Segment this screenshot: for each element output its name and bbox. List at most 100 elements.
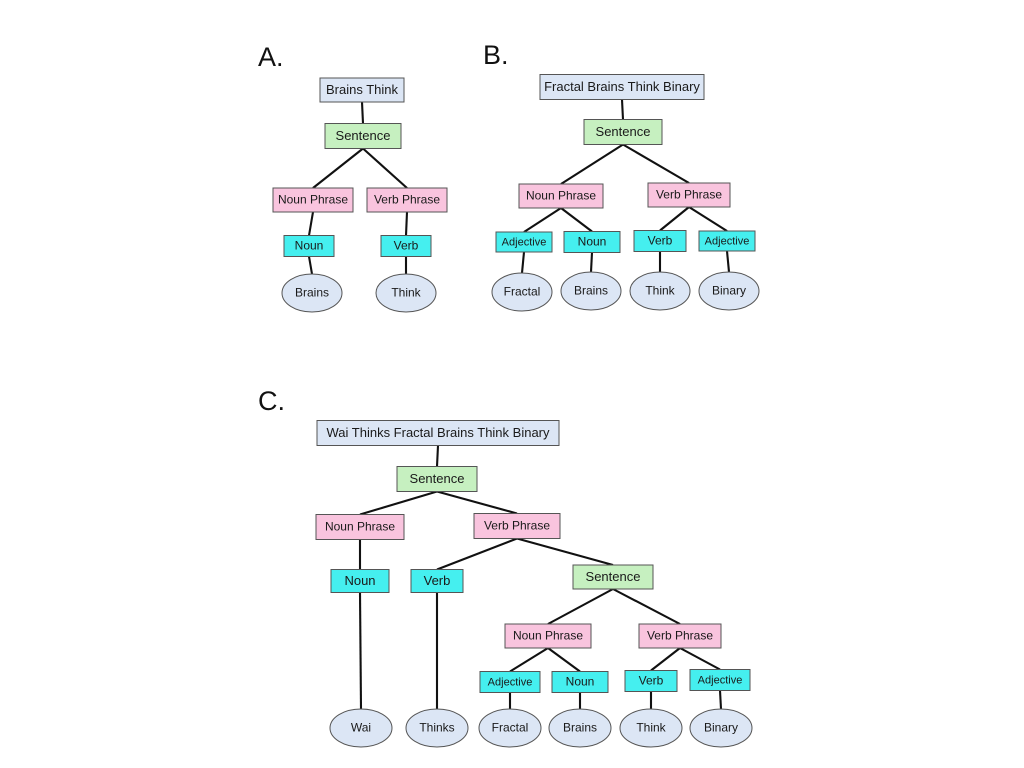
node-label: Noun Phrase	[526, 189, 596, 203]
panel-c-node-adjective-right: Adjective	[689, 669, 751, 691]
node-label: Sentence	[586, 569, 641, 584]
tree-edge	[622, 143, 690, 184]
panel-b-node-adjective-right: Adjective	[698, 230, 756, 252]
node-label: Noun Phrase	[278, 193, 348, 207]
node-label: Sentence	[410, 471, 465, 486]
node-label: Think	[636, 721, 666, 735]
node-rect	[551, 671, 609, 693]
node-rect	[283, 235, 335, 257]
node-label: Noun	[295, 239, 324, 253]
tree-edge	[404, 211, 409, 236]
node-rect	[319, 77, 405, 103]
node-label: Brains	[295, 286, 329, 300]
tree-edge	[358, 592, 363, 710]
node-label: Noun	[344, 573, 375, 588]
node-label: Adjective	[705, 235, 750, 247]
panel-b-node-adjective-left: Adjective	[495, 231, 553, 253]
node-label: Noun Phrase	[325, 520, 395, 534]
word-ellipse	[689, 708, 753, 748]
panel-a-node-verb-phrase: Verb Phrase	[366, 187, 448, 213]
tree-edge	[547, 588, 614, 625]
node-rect	[315, 514, 405, 540]
node-rect	[380, 235, 432, 257]
panel-b-node-root-sentence-text: Fractal Brains Think Binary	[539, 74, 705, 100]
panel-c-node-noun-outer: Noun	[330, 569, 390, 593]
node-rect	[410, 569, 464, 593]
node-label: Fractal	[492, 721, 529, 735]
node-label: Brains Think	[326, 82, 399, 97]
node-rect	[272, 187, 354, 213]
node-label: Binary	[712, 284, 746, 298]
tree-edge	[436, 490, 518, 515]
node-label: Noun	[566, 675, 595, 689]
node-rect	[316, 420, 560, 446]
node-rect	[689, 669, 751, 691]
node-label: Sentence	[596, 124, 651, 139]
word-ellipse	[405, 708, 469, 748]
node-label: Think	[391, 286, 421, 300]
word-ellipse	[478, 708, 542, 748]
node-rect	[330, 569, 390, 593]
node-rect	[563, 231, 621, 253]
word-ellipse	[281, 273, 343, 313]
node-label: Verb	[648, 234, 673, 248]
word-ellipse	[329, 708, 393, 748]
node-rect	[479, 671, 541, 693]
tree-edge	[516, 537, 614, 567]
tree-edge	[520, 251, 526, 274]
node-rect	[698, 230, 756, 252]
panel-b-letter: B.	[483, 40, 509, 70]
tree-edge	[436, 537, 518, 571]
panel-c-node-noun-phrase-outer: Noun Phrase	[315, 514, 405, 540]
panel-c-node-word-binary: Binary	[689, 708, 753, 748]
node-rect	[504, 623, 592, 649]
panel-c-node-verb-outer: Verb	[410, 569, 464, 593]
tree-edge	[612, 588, 681, 625]
node-label: Adjective	[698, 674, 743, 686]
tree-edge	[560, 207, 593, 233]
panel-c-node-sentence-nested: Sentence	[572, 564, 654, 590]
tree-edge	[659, 206, 690, 232]
word-ellipse	[375, 273, 437, 313]
edges-layer	[307, 99, 731, 710]
tree-edge	[589, 252, 594, 273]
word-ellipse	[491, 272, 553, 312]
node-rect	[495, 231, 553, 253]
panel-c-node-word-think: Think	[619, 708, 683, 748]
panel-c-node-noun-inner: Noun	[551, 671, 609, 693]
panel-b-node-verb: Verb	[633, 230, 687, 252]
node-label: Verb	[639, 674, 664, 688]
tree-edge	[360, 101, 365, 124]
panel-letters-layer: A.B.C.	[258, 40, 509, 416]
panel-c-node-adjective-left: Adjective	[479, 671, 541, 693]
panel-b-node-verb-phrase: Verb Phrase	[647, 182, 731, 208]
word-ellipse	[629, 271, 691, 311]
panel-c-node-verb-phrase-inner: Verb Phrase	[638, 623, 722, 649]
panel-b-node-word-brains: Brains	[560, 271, 622, 311]
word-ellipse	[560, 271, 622, 311]
tree-edge	[560, 143, 624, 185]
node-rect	[572, 564, 654, 590]
node-label: Noun	[578, 235, 607, 249]
panel-a-node-word-think: Think	[375, 273, 437, 313]
tree-edge	[509, 647, 549, 673]
panel-a-node-sentence: Sentence	[324, 123, 402, 149]
tree-edge	[307, 211, 315, 236]
panel-c-node-word-fractal: Fractal	[478, 708, 542, 748]
tree-edge	[725, 250, 731, 273]
node-label: Adjective	[488, 676, 533, 688]
node-label: Noun Phrase	[513, 629, 583, 643]
node-label: Adjective	[502, 236, 547, 248]
panel-b-node-sentence: Sentence	[583, 119, 663, 145]
node-label: Brains	[574, 284, 608, 298]
node-label: Verb	[424, 573, 451, 588]
word-ellipse	[619, 708, 683, 748]
word-ellipse	[698, 271, 760, 311]
panel-a-node-noun: Noun	[283, 235, 335, 257]
node-label: Wai	[351, 721, 371, 735]
panel-b-node-noun: Noun	[563, 231, 621, 253]
node-label: Verb Phrase	[656, 188, 722, 202]
panel-c-node-verb-inner: Verb	[624, 670, 678, 692]
